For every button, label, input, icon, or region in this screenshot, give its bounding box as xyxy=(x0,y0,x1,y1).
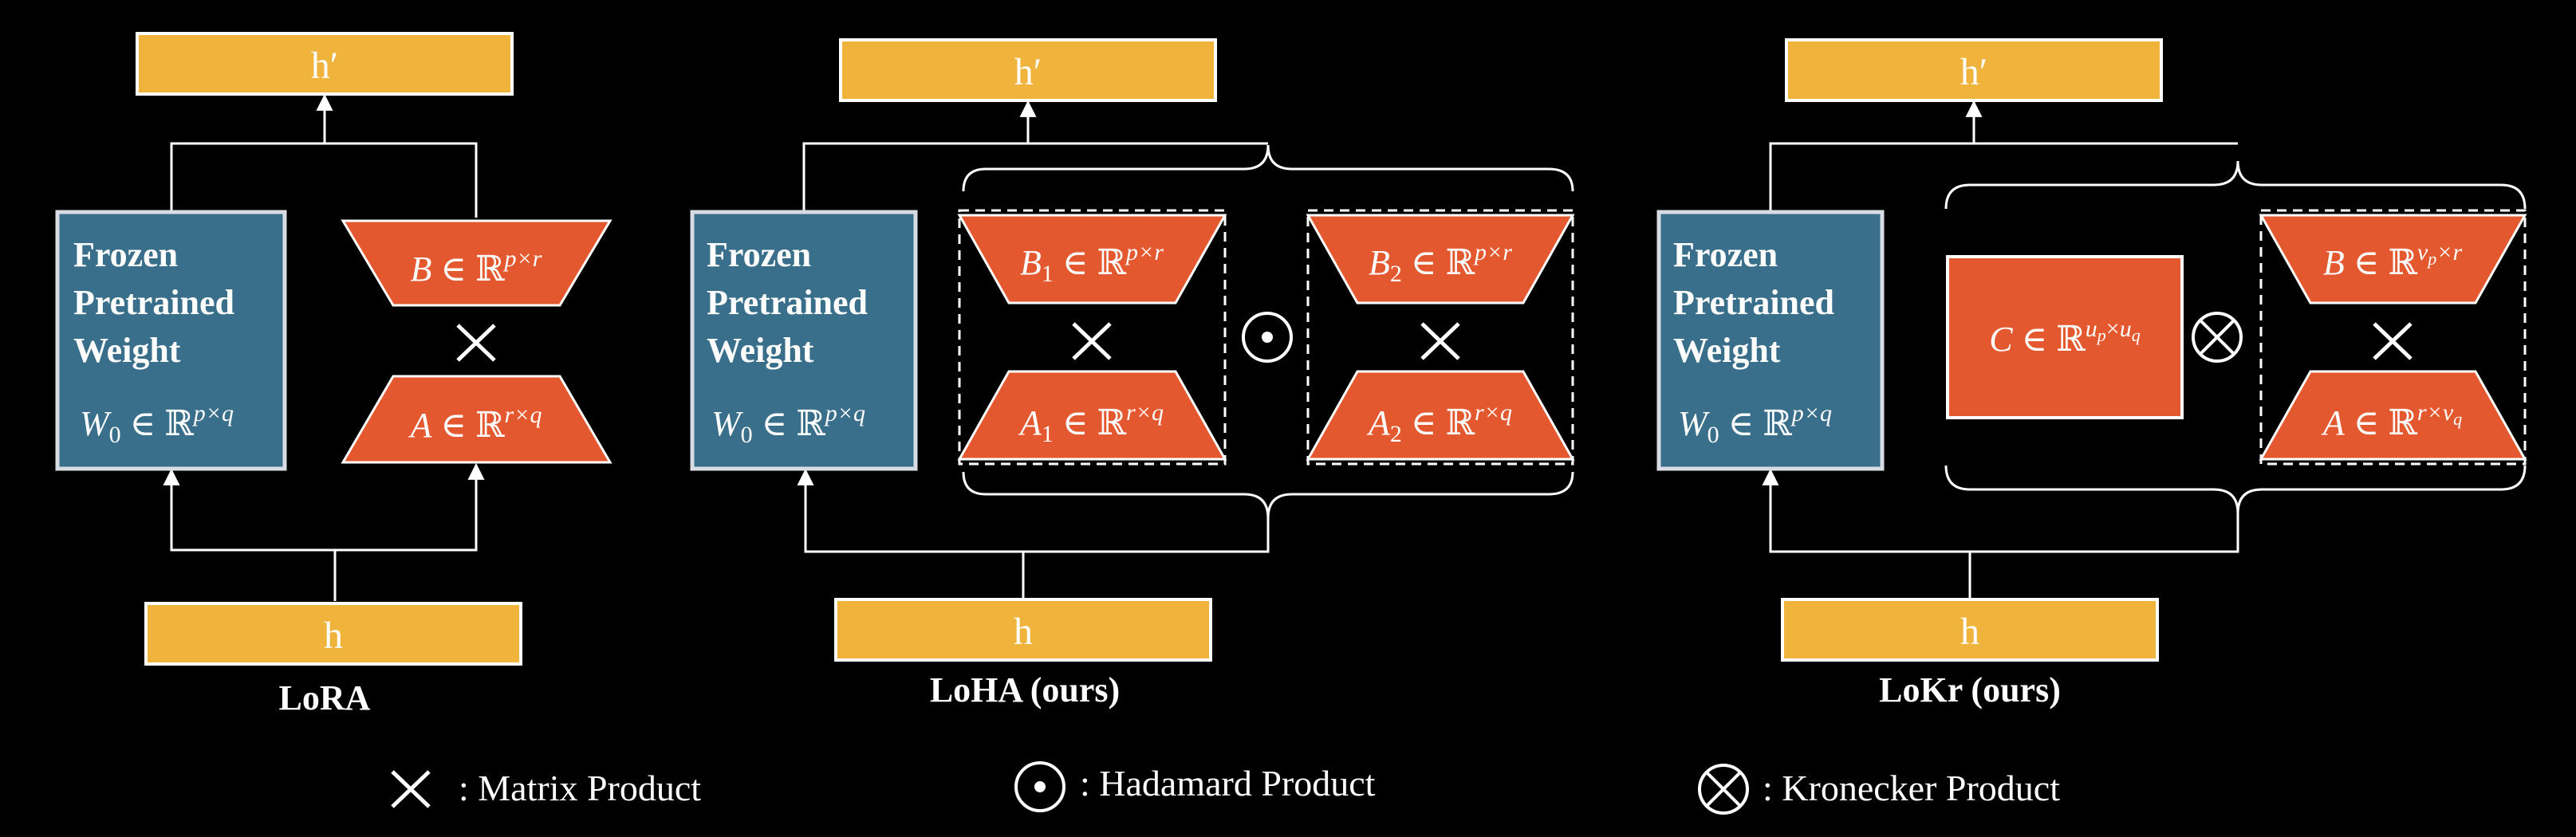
loha-hadamard-product-icon xyxy=(1242,312,1293,363)
loha-title: LoHA (ours) xyxy=(930,670,1120,709)
legend-hadamard-label: : Hadamard Product xyxy=(1080,763,1376,804)
loha-B1-matrix xyxy=(957,214,1227,305)
loha-output-box xyxy=(839,38,1217,102)
loha-frozen-weight-math: W0 ∈ ℝp×q xyxy=(711,400,865,448)
loha-frozen-line1: Frozen xyxy=(707,235,811,274)
loha-B2-math: B2 ∈ ℝp×r xyxy=(1369,239,1512,287)
lokr-A-math: A ∈ ℝr×vq xyxy=(2321,399,2462,442)
lokr-frozen-line2: Pretrained xyxy=(1673,283,1834,322)
lora-B-math: B ∈ ℝp×r xyxy=(411,246,542,289)
lora-matrix-product-icon xyxy=(456,324,496,362)
lokr-kronecker-product-icon xyxy=(2192,312,2243,363)
legend-matrix-product-icon xyxy=(391,770,431,808)
lora-A-math: A ∈ ℝr×q xyxy=(408,402,542,445)
lora-frozen-weight-box xyxy=(55,210,287,471)
loha-matrix-product-icon-2 xyxy=(1420,322,1460,360)
loha-A2-math: A2 ∈ ℝr×q xyxy=(1366,399,1512,447)
lokr-C-math: C ∈ ℝup×uq xyxy=(1989,316,2140,359)
lora-A-matrix xyxy=(341,375,612,464)
lokr-frozen-weight-box xyxy=(1656,210,1885,471)
loha-B2-matrix xyxy=(1306,214,1575,305)
lokr-B-matrix xyxy=(2259,214,2527,305)
lokr-B-math: B ∈ ℝvp×r xyxy=(2323,239,2463,282)
lokr-frozen-line3: Weight xyxy=(1673,331,1781,370)
loha-panel: h′ Frozen Pretrained Weight W0 ∈ ℝp×q B1… xyxy=(690,38,1575,709)
lora-output-label: h′ xyxy=(311,45,339,87)
loha-connectors xyxy=(797,100,1574,599)
loha-input-label: h xyxy=(1014,611,1033,653)
loha-group-2-dashed xyxy=(1306,209,1574,466)
loha-frozen-line3: Weight xyxy=(707,331,814,370)
svg-text:Frozen Pretrained: Frozen Pretrained Weight xyxy=(73,235,243,370)
lokr-C-matrix xyxy=(1946,255,2184,419)
lora-title: LoRA xyxy=(279,678,371,717)
lora-connectors xyxy=(163,93,485,601)
lora-frozen-weight-math: W0 ∈ ℝp×q xyxy=(80,400,234,448)
lora-input-box xyxy=(144,602,522,666)
lora-frozen-line2: Pretrained xyxy=(73,283,234,322)
legend-kronecker-product-icon xyxy=(1698,764,1749,815)
lokr-frozen-weight-math: W0 ∈ ℝp×q xyxy=(1678,400,1832,448)
legend-kronecker-label: : Kronecker Product xyxy=(1763,768,2060,808)
lora-B-matrix xyxy=(341,219,612,307)
lokr-output-label: h′ xyxy=(1960,51,1988,93)
lokr-frozen-line1: Frozen xyxy=(1673,235,1778,274)
lora-output-box xyxy=(136,32,514,96)
lora-frozen-line1: Frozen xyxy=(73,235,178,274)
lokr-input-box xyxy=(1781,598,2159,662)
loha-A1-math: A1 ∈ ℝr×q xyxy=(1018,399,1164,447)
lokr-panel: h′ Frozen Pretrained Weight W0 ∈ ℝp×q C … xyxy=(1656,38,2527,709)
loha-input-box xyxy=(834,598,1212,662)
loha-frozen-weight-box xyxy=(690,210,918,471)
legend: : Matrix Product : Hadamard Product : Kr… xyxy=(391,761,2060,815)
loha-group-1-dashed xyxy=(958,209,1227,466)
legend-matrix-label: : Matrix Product xyxy=(459,768,701,808)
lora-frozen-line3: Weight xyxy=(73,331,181,370)
loha-B1-math: B1 ∈ ℝp×r xyxy=(1020,239,1164,287)
lokr-group-dashed xyxy=(2259,209,2527,466)
loha-frozen-line2: Pretrained xyxy=(707,283,868,322)
lokr-A-matrix xyxy=(2259,370,2527,461)
lokr-title: LoKr (ours) xyxy=(1879,670,2061,709)
legend-hadamard-product-icon xyxy=(1014,761,1065,812)
loha-A1-matrix xyxy=(957,370,1227,461)
lokr-input-label: h xyxy=(1960,611,1979,653)
lora-input-label: h xyxy=(324,615,343,657)
loha-matrix-product-icon-1 xyxy=(1072,322,1112,360)
lokr-matrix-product-icon xyxy=(2373,322,2413,360)
lokr-connectors xyxy=(1762,100,2527,599)
svg-text:Frozen Pretrained: Frozen Pretrained Weight xyxy=(707,235,876,370)
loha-A2-matrix xyxy=(1306,370,1575,461)
loha-output-label: h′ xyxy=(1014,51,1042,93)
svg-text:Frozen Pretrained: Frozen Pretrained Weight xyxy=(1673,235,1843,370)
lora-panel: h′ Frozen Pretrained Weight W0 ∈ ℝp×q B … xyxy=(55,32,612,717)
